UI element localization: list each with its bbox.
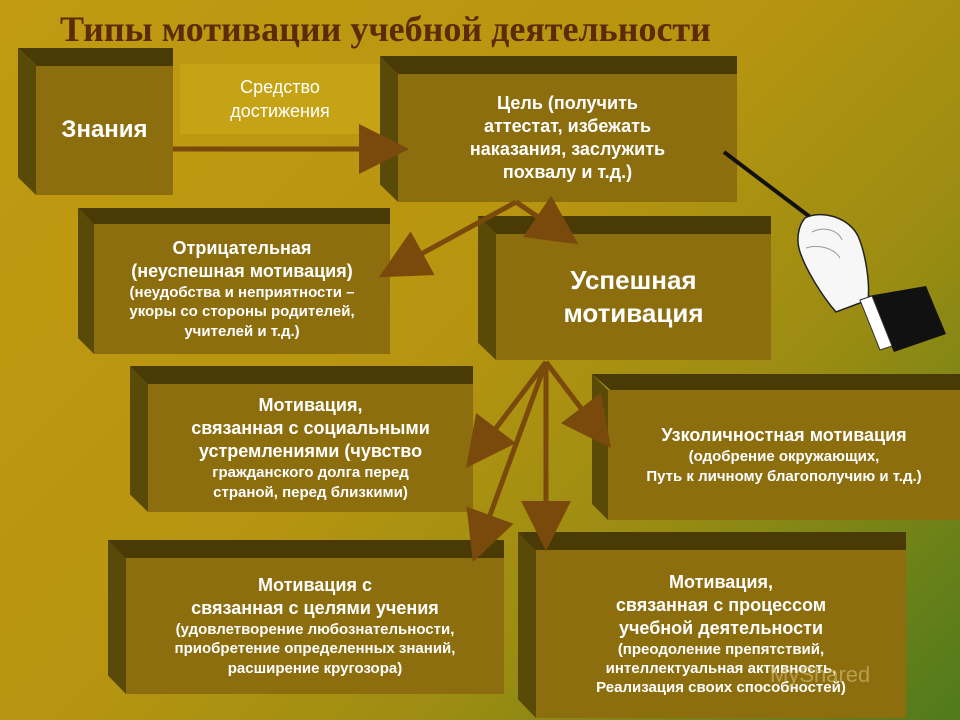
process-motivation-box: Мотивация, связанная с процессом учебной…	[518, 532, 906, 718]
personal-line-3: Путь к личному благополучию и т.д.)	[646, 467, 922, 485]
goal-line-3: наказания, заслужить	[469, 139, 666, 159]
negative-line-3: (неудобства и неприятности –	[129, 284, 355, 302]
negative-line-1: Отрицательная	[172, 238, 312, 259]
pointer-hand-icon	[722, 150, 946, 352]
arrow-success-to-personal	[544, 360, 612, 448]
means-note: Средство достижения	[180, 64, 380, 134]
goal-line-2: аттестат, избежать	[483, 115, 652, 136]
social-line-4: гражданского долга перед	[212, 464, 409, 482]
means-line-2: достижения	[230, 101, 330, 121]
arrow-goal-to-success	[514, 195, 579, 245]
goal-line-1: Цель (получить	[497, 92, 638, 113]
negative-motivation-box: Отрицательная (неуспешная мотивация) (не…	[78, 208, 390, 354]
arrow-success-to-social	[465, 360, 548, 468]
learning-line-3: (удовлетворение любознательности,	[175, 621, 455, 639]
page-title: Типы мотивации учебной деятельности	[60, 9, 711, 49]
learning-line-1: Мотивация с	[258, 575, 372, 596]
process-line-1: Мотивация,	[669, 571, 773, 592]
means-line-1: Средство	[240, 76, 320, 97]
social-line-2: связанная с социальными	[191, 418, 430, 439]
arrow-goal-to-negative	[378, 199, 518, 278]
knowledge-label: Знания	[61, 116, 148, 144]
personal-line-2: (одобрение окружающих,	[688, 448, 880, 466]
success-line-2: мотивация	[563, 298, 704, 328]
arrow-success-to-learning	[466, 361, 549, 563]
goal-line-4: похвалу и т.д.)	[502, 162, 633, 183]
success-line-1: Успешная	[570, 264, 697, 295]
social-line-5: страной, перед близкими)	[213, 483, 408, 501]
social-line-3: устремлениями (чувство	[198, 441, 423, 462]
learning-line-5: расширение кругозора)	[227, 659, 403, 677]
knowledge-box: Знания	[18, 48, 173, 195]
learning-line-4: приобретение определенных знаний,	[174, 640, 456, 658]
process-line-3: учебной деятельности	[618, 617, 824, 638]
learning-goals-box: Мотивация с связанная с целями учения (у…	[108, 540, 504, 694]
personal-motivation-box: Узколичностная мотивация (одобрение окру…	[592, 374, 960, 520]
process-line-6: Реализация своих способностей)	[596, 679, 846, 697]
watermark: MyShared	[770, 662, 871, 687]
learning-line-2: связанная с целями учения	[191, 598, 439, 619]
negative-line-2: (неуспешная мотивация)	[131, 261, 353, 282]
negative-line-4: укоры со стороны родителей,	[129, 303, 355, 321]
process-line-2: связанная с процессом	[615, 594, 827, 615]
process-line-5: интеллектуальная активность,	[605, 659, 837, 677]
personal-line-1: Узколичностная мотивация	[661, 425, 907, 446]
social-motivation-box: Мотивация, связанная с социальными устре…	[130, 366, 473, 512]
negative-line-5: учителей и т.д.)	[184, 322, 300, 340]
social-line-1: Мотивация,	[258, 395, 363, 416]
process-line-4: (преодоление препятствий,	[617, 640, 825, 658]
